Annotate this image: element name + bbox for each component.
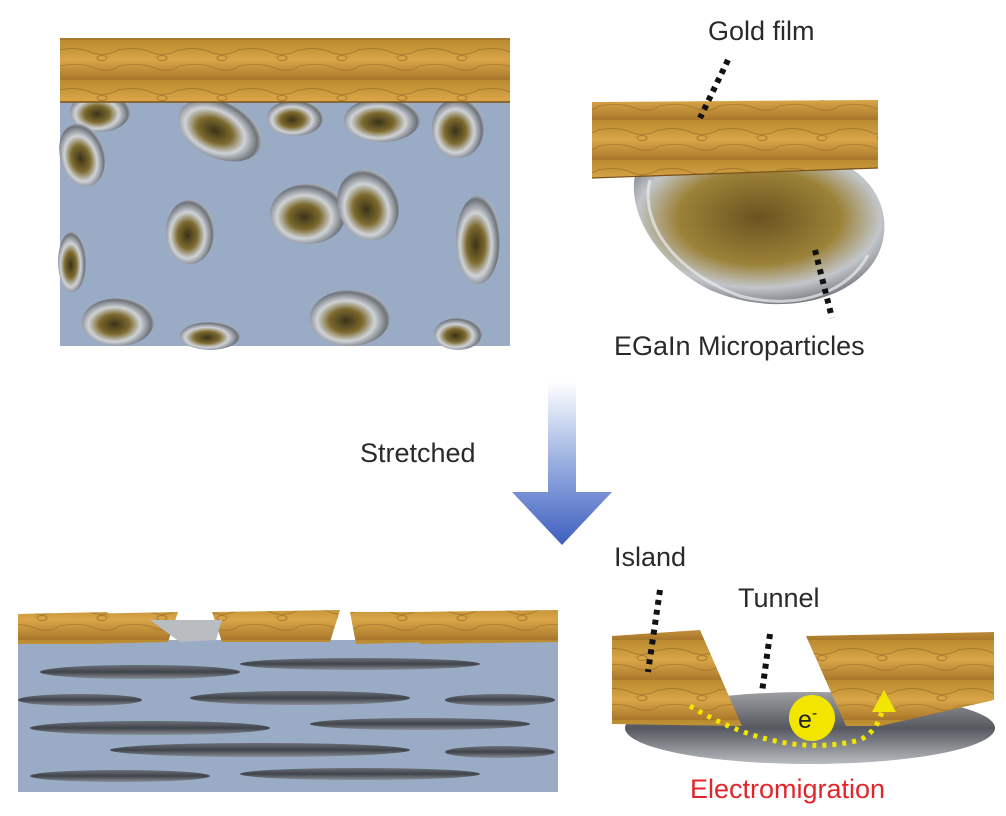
- flattened-droplet: [110, 743, 410, 757]
- droplet: [82, 298, 154, 346]
- particle-closeup-panel: Gold film EGaIn Microparticles: [591, 16, 885, 361]
- droplet: [59, 123, 105, 187]
- flattened-droplet: [445, 694, 555, 706]
- droplet: [337, 169, 399, 241]
- stretched-label: Stretched: [360, 438, 476, 468]
- gold-island-right: [806, 632, 994, 726]
- egain-droplets-unstretched: [58, 92, 500, 350]
- tunnel-label: Tunnel: [738, 583, 820, 613]
- droplet: [456, 196, 500, 284]
- flattened-droplet: [18, 694, 142, 706]
- flattened-droplet: [30, 721, 270, 735]
- egain-label: EGaIn Microparticles: [614, 331, 865, 361]
- gold-film-leader: [697, 58, 731, 120]
- droplet: [310, 290, 390, 346]
- elongated-droplets: [18, 658, 555, 782]
- gold-film-piece: [592, 100, 878, 178]
- island-leader: [645, 589, 663, 673]
- gold-film-label: Gold film: [708, 16, 815, 46]
- electron-circle: [789, 695, 835, 741]
- flattened-droplet: [240, 768, 480, 780]
- tunnel-leader: [759, 633, 773, 693]
- stretched-composite-panel: [18, 610, 558, 792]
- droplet: [434, 318, 482, 350]
- flattened-droplet: [30, 770, 210, 782]
- flattened-droplet: [445, 746, 555, 758]
- electron-label: e-: [798, 705, 817, 734]
- droplet: [166, 200, 214, 264]
- electromigration-label: Electromigration: [690, 774, 885, 804]
- droplet: [344, 98, 420, 142]
- flattened-droplet: [40, 665, 240, 679]
- droplet: [178, 98, 262, 162]
- cracked-gold-film: [18, 610, 558, 644]
- droplet: [180, 322, 240, 350]
- droplet: [58, 232, 86, 292]
- droplet: [432, 98, 484, 158]
- droplet: [267, 100, 323, 136]
- stretch-arrow-group: Stretched: [360, 382, 612, 545]
- unstretched-composite-panel: [58, 38, 510, 350]
- egain-leader: [812, 249, 835, 319]
- path-arrowhead-icon: [872, 690, 896, 712]
- electron-path: [688, 701, 887, 748]
- flattened-droplet: [240, 658, 480, 670]
- down-arrow-icon: [512, 382, 612, 545]
- island-tunnel-panel: e- Island Tunnel Electromigration: [612, 542, 995, 804]
- gold-island-left: [612, 630, 742, 726]
- flattened-droplet: [190, 691, 410, 705]
- flattened-droplet: [310, 718, 530, 730]
- island-label: Island: [614, 542, 686, 572]
- egain-microparticle: [633, 160, 885, 305]
- gold-film-top: [60, 38, 510, 102]
- droplet: [270, 184, 346, 244]
